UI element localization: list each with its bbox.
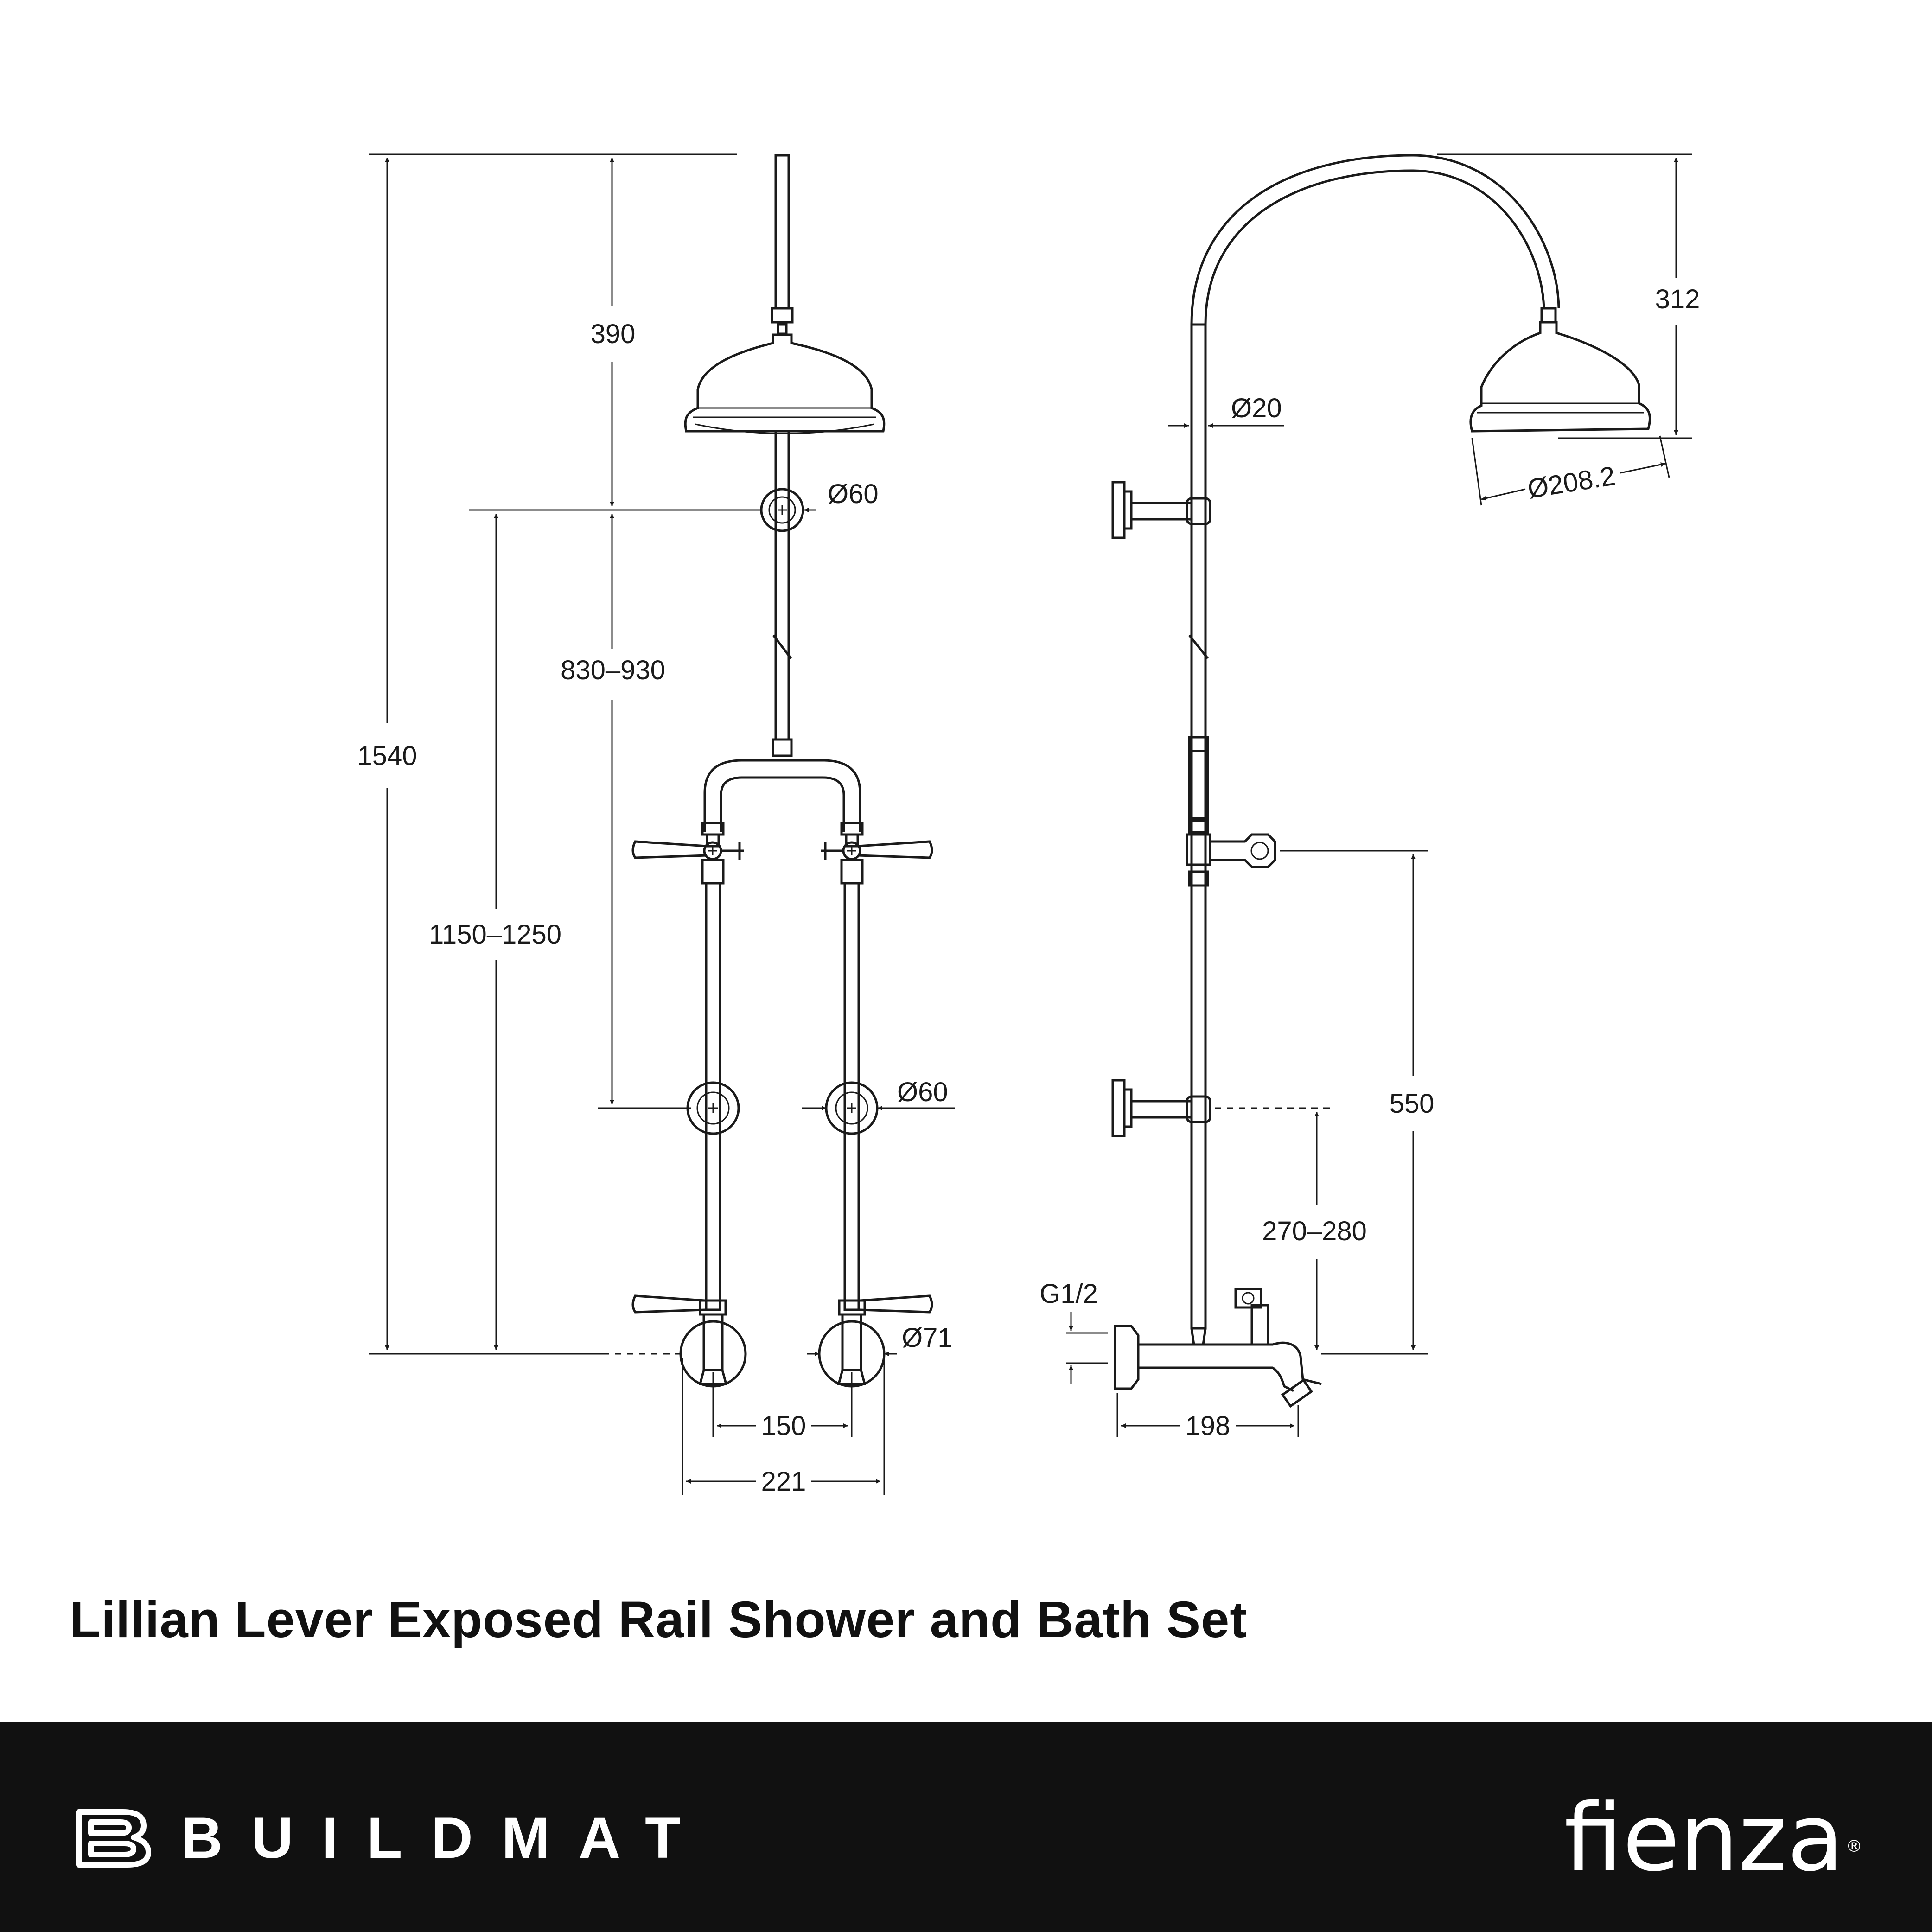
buildmat-wordmark: BUILDMAT — [181, 1806, 709, 1870]
fienza-wordmark: fienza® — [1564, 1792, 1862, 1885]
dim-flange-tap: Ø71 — [902, 1323, 953, 1353]
fienza-wordmark-text: fienza — [1564, 1784, 1844, 1892]
dim-head-diameter: Ø208.2 — [1525, 461, 1617, 504]
dim-centres: 150 — [761, 1411, 806, 1441]
dim-overall-width: 221 — [761, 1467, 806, 1497]
dim-mixer-height: 1150–1250 — [429, 919, 561, 950]
dim-rail-range: 830–930 — [561, 655, 665, 685]
registered-mark: ® — [1846, 1837, 1862, 1856]
dim-total-height: 1540 — [357, 741, 417, 771]
front-view — [631, 154, 933, 1388]
dim-inlet-thread: G1/2 — [1039, 1279, 1098, 1309]
dim-bracket-height: 270–280 — [1262, 1216, 1367, 1246]
footer-bar: BUILDMAT fienza® — [0, 1722, 1932, 1932]
front-shower-head — [684, 333, 886, 433]
dim-spout-reach: 198 — [1186, 1411, 1231, 1441]
dim-rail-diameter: Ø20 — [1231, 393, 1282, 423]
technical-drawing: 1540 390 830–930 1150–1250 Ø60 Ø60 Ø71 1… — [357, 153, 1700, 1497]
side-shower-head — [1469, 321, 1651, 433]
side-view — [1111, 154, 1651, 1408]
dim-head-drop: 390 — [591, 319, 636, 349]
dim-flange-lower: Ø60 — [897, 1077, 948, 1107]
side-dimensions: 312 Ø20 Ø208.2 550 270–280 G1/2 198 — [1039, 153, 1700, 1441]
dim-arm-height: 312 — [1655, 284, 1700, 314]
product-title: Lillian Lever Exposed Rail Shower and Ba… — [70, 1591, 1247, 1648]
dim-slider-height: 550 — [1390, 1089, 1435, 1119]
front-dimensions: 1540 390 830–930 1150–1250 Ø60 Ø60 Ø71 1… — [357, 153, 955, 1497]
buildmat-b-logo-icon — [76, 1809, 151, 1868]
dim-flange-upper: Ø60 — [828, 479, 879, 509]
